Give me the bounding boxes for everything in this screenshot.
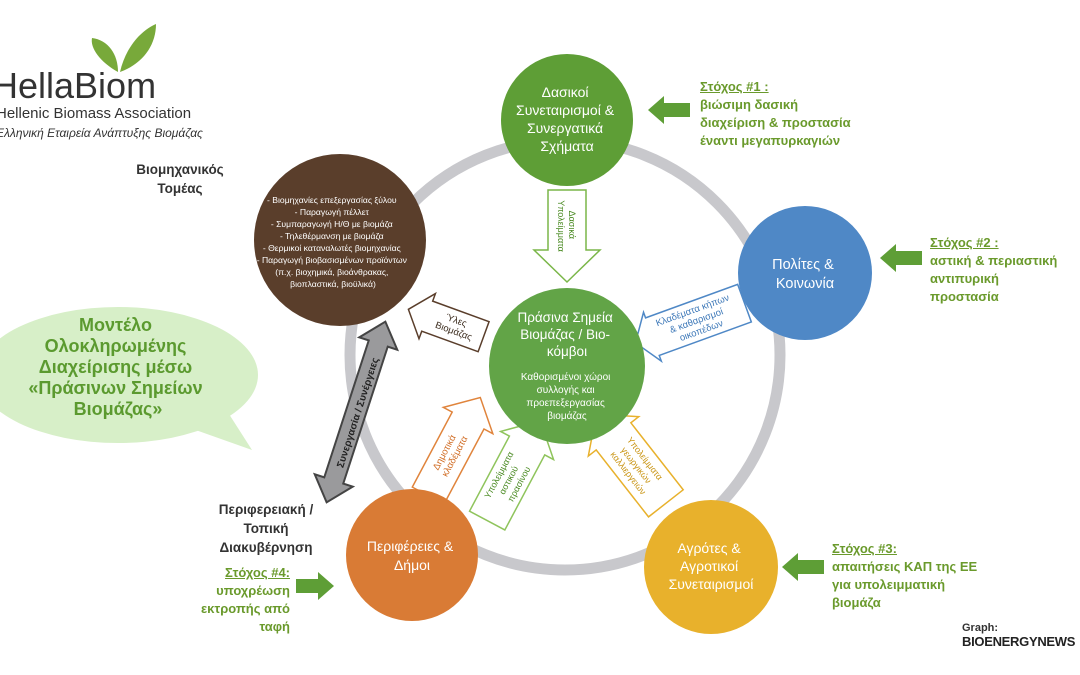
prunings-arrow: Κλαδέματα κήπων & καθαρισμοί οικοπέδων xyxy=(634,283,753,364)
goal-2: Στόχος #2 : αστική & περιαστική αντιπυρι… xyxy=(930,235,1058,304)
leaf-icon xyxy=(120,24,156,72)
industry-sector-label: Βιομηχανικός Τομέας xyxy=(136,162,224,196)
model-bubble-text: Μοντέλο Ολοκληρωμένης Διαχείρισης μέσω «… xyxy=(28,315,207,420)
svg-text:Πολίτες & Κοινωνία: Πολίτες & Κοινωνία xyxy=(772,257,838,292)
svg-text:HellaBiom: HellaBiom xyxy=(0,65,156,106)
forest-cooperatives-node xyxy=(501,54,633,186)
goal-1-arrow-icon xyxy=(648,96,690,124)
hellabiom-logo: HellaBiom Hellenic Biomass Association Ε… xyxy=(0,24,203,140)
graph-credit: Graph: BIOENERGYNEWS xyxy=(962,622,1078,649)
municipal-prunings-arrow: Δημοτικά κλαδέματα xyxy=(411,396,495,506)
goal-4: Στόχος #4: υποχρέωση εκτροπής από ταφή xyxy=(201,565,290,634)
svg-text:Πράσινα Σημεία Βιομάζας /: Πράσινα Σημεία Βιομάζας / Βιο- κόμβοι xyxy=(517,310,616,359)
goal-3-arrow-icon xyxy=(782,553,824,581)
bioenergynews-logo: BIOENERGYNEWS xyxy=(962,634,1076,649)
svg-text:Αγρότες & Αγροτικοί Συ: Αγρότες & Αγροτικοί Συνεταιρισμοί xyxy=(669,540,754,592)
goal-3: Στόχος #3: απαιτήσεις ΚΑΠ της ΕΕ για υπο… xyxy=(832,541,978,610)
regions-node xyxy=(346,489,478,621)
farmers-node xyxy=(644,500,778,634)
model-bubble xyxy=(0,307,258,450)
svg-text:- Βιομηχανίες επεξεργασίας ξύλ: - Βιομηχανίες επεξεργασίας ξύλου - Παραγ… xyxy=(257,195,410,289)
svg-text:Hellenic Biomass Association: Hellenic Biomass Association xyxy=(0,105,191,122)
goal-1: Στόχος #1 : βιώσιμη δασική διαχείριση & … xyxy=(700,79,851,148)
svg-text:Κλαδέματα κήπων & καθαρι: Κλαδέματα κήπων & καθαρισμοί οικοπέδων xyxy=(654,292,740,350)
leaf-icon xyxy=(91,38,118,72)
agri-residues-arrow: Υπολείμματα γεωργικών καλλιεργειών xyxy=(587,413,685,518)
svg-text:Καθορισμένοι χώροι συλλογή: Καθορισμένοι χώροι συλλογής και προεπεξε… xyxy=(521,371,613,422)
governance-sector-label: Περιφερειακή / Τοπική Διακυβέρνηση xyxy=(218,502,314,555)
graph-credit-label: Graph: xyxy=(962,622,999,634)
citizens-node xyxy=(738,206,872,340)
goal-4-arrow-icon xyxy=(296,572,334,600)
industry-node xyxy=(254,154,426,326)
svg-text:Δασικοί Συνεταιρισμοί &: Δασικοί Συνεταιρισμοί & Συνεργατικά Σχήμ… xyxy=(516,84,618,154)
svg-text:Περιφέρειες & Δήμοι: Περιφέρειες & Δήμοι xyxy=(367,538,457,573)
svg-text:Ελληνική Εταιρεία Ανάπτυξης Βι: Ελληνική Εταιρεία Ανάπτυξης Βιομάζας xyxy=(0,126,203,140)
svg-text:Δασικά Υπολείμματα: Δασικά Υπολείμματα xyxy=(556,200,577,252)
forest-residues-arrow: Δασικά Υπολείμματα xyxy=(532,189,602,284)
biomass-materials-arrow: Ύλες Βιομάζας xyxy=(407,291,491,353)
urban-green-arrow: Υπολείμματα αστικού πρασίνου xyxy=(468,419,555,531)
goal-2-arrow-icon xyxy=(880,244,922,272)
green-points-center-node xyxy=(489,288,645,444)
